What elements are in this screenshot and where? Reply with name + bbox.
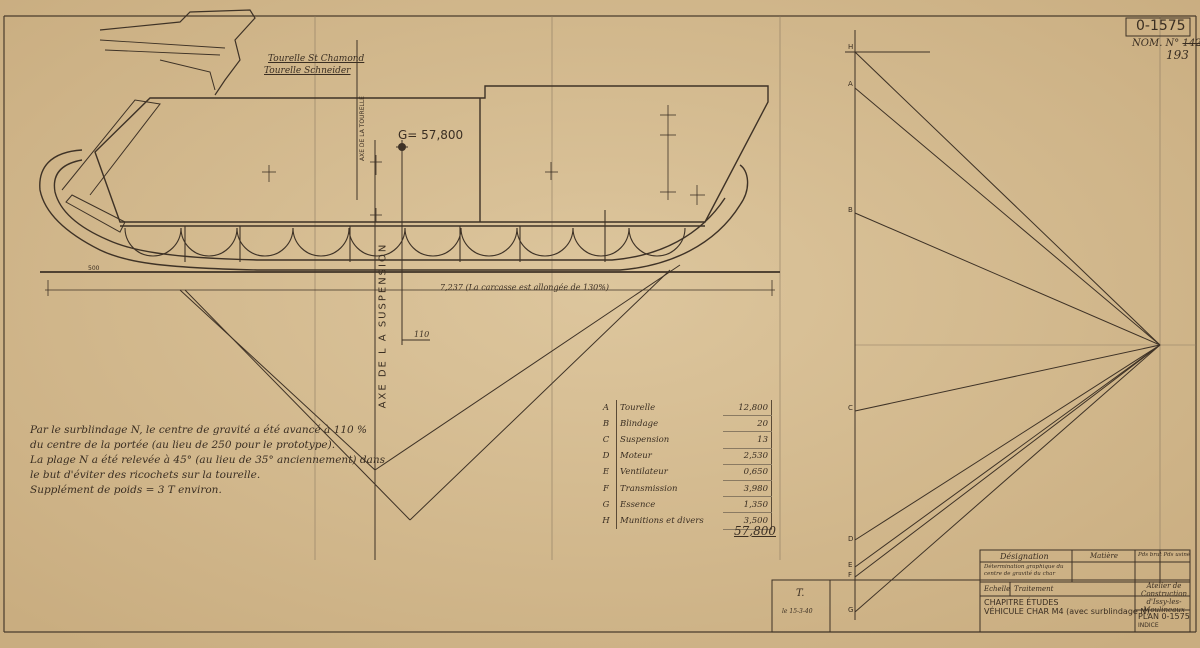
row-name: Blindage [620,418,659,429]
chapter-label: CHAPITRE ÉTUDES [984,598,1059,607]
turret-label-schneider: Tourelle Schneider [264,66,351,76]
row-value: 1,350 [723,496,772,514]
design-notes: Par le surblindage N, le centre de gravi… [30,424,385,496]
turret-axis-label: AXE DE LA TOURELLE [358,96,366,161]
axis-offset-mark: 110 [414,330,430,339]
diagram-letter-g: G [848,606,854,614]
note-line: Supplément de poids = 3 T environ. [30,484,222,496]
indice-label: INDICE [1138,622,1159,629]
diagram-letter-a: A [848,80,853,88]
row-value: 20 [723,415,772,433]
designation-value: Détermination graphique du centre de gra… [984,564,1064,577]
stamp-date: le 15-3-40 [782,608,813,615]
note-line: le but d'éviter des ricochets sur la tou… [30,469,261,481]
nom-label-text: NOM. N° [1132,38,1180,49]
row-value: 2,530 [723,448,772,465]
center-of-gravity-marker [396,140,408,154]
plan-number: PLAN 0-1575 [1138,612,1190,621]
row-name: Tourelle [620,402,656,413]
nom-struck-number: 142 [1182,38,1200,49]
drawing-number: 0-1575 [1136,18,1186,34]
stamp-initial: T. [796,588,805,599]
matiere-label: Matière [1090,552,1119,560]
diagram-letter-d: D [848,535,854,543]
cg-label: G= 57,800 [398,128,464,142]
nom-number: 193 [1166,48,1189,62]
row-value: 13 [723,431,772,449]
note-line: du centre de la portée (au lieu de 250 p… [30,439,336,451]
row-letter: H [596,512,617,529]
row-letter: C [596,431,617,449]
row-name: Suspension [620,434,670,445]
row-value: 12,800 [723,400,772,417]
row-letter: A [596,400,617,416]
row-name: Essence [620,499,656,510]
row-name: Transmission [620,483,678,494]
diagram-letter-e: E [848,561,853,569]
funicular-polygon [845,30,1161,620]
quantity-labels: Pds brut Pds usiné [1138,552,1191,558]
note-line: La plage N a été relevée à 45° (au lieu … [30,454,385,466]
title-block-frame [771,549,1191,633]
row-name: Moteur [620,451,652,462]
diagram-letter-c: C [848,404,853,412]
designation-label: Désignation [1000,552,1049,561]
suspension-axis-label: AXE DE L A SUSPENSION [377,242,389,409]
tank-hull-drawing [39,9,780,296]
row-letter: G [596,496,617,513]
ground-mark: 500 [88,265,100,272]
weights-total: 57,800 [734,524,776,538]
diagram-letter-f: F [848,571,853,579]
road-wheels [124,210,686,262]
row-value: 0,650 [723,464,772,481]
row-name: Munitions et divers [620,515,704,526]
vehicle-label: VÉHICULE CHAR M4 (avec surblindage N) [984,607,1150,616]
row-name: Ventilateur [620,467,668,478]
row-value: 3,980 [723,480,772,498]
note-line: Par le surblindage N, le centre de gravi… [30,424,368,436]
row-letter: E [596,464,617,481]
workshop-label: Atelier de Construction d'Issy-les-Mouli… [1140,582,1188,614]
row-letter: F [596,480,617,497]
echelle-label: Echelle [984,585,1011,593]
row-letter: B [596,415,617,432]
row-letter: D [596,448,617,465]
diagram-letter-h: H [848,43,854,51]
hull-length-dimension: 7,237 (La carcasse est allongée de 130%) [440,283,609,292]
traitement-label: Traitement [1014,585,1054,593]
diagram-letter-b: B [848,206,853,214]
turret-label-st-chamond: Tourelle St Chamond [268,54,365,64]
row-value: 3,500 [723,512,772,530]
nom-label: NOM. N° 142 [1132,38,1200,49]
